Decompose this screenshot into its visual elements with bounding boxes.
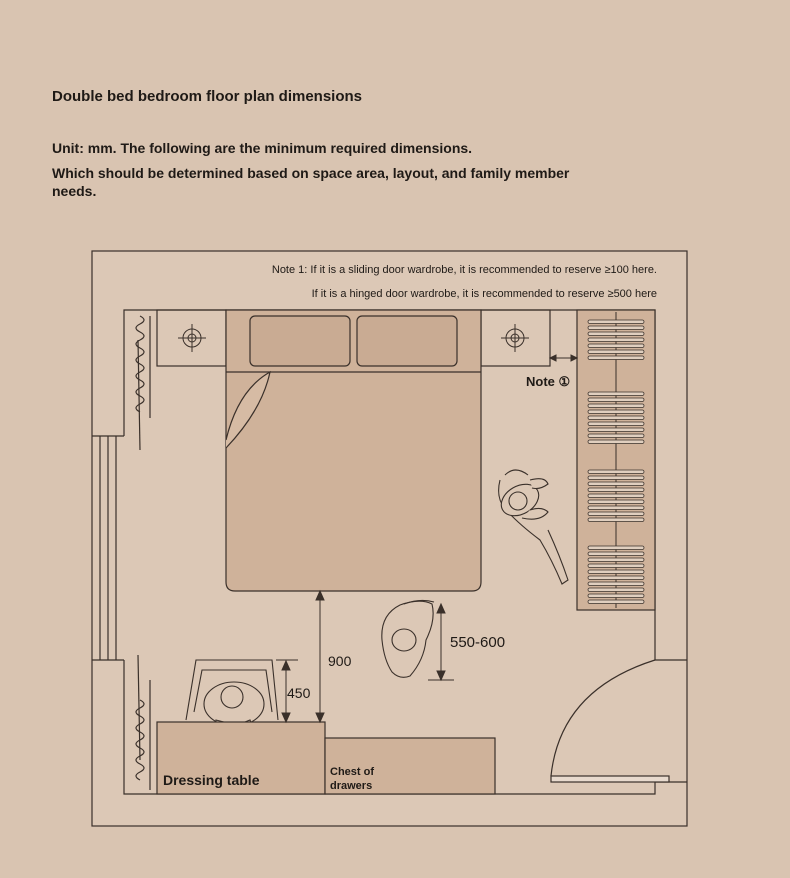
curtain-top	[135, 315, 145, 413]
door	[550, 659, 670, 783]
hanger	[587, 331, 645, 336]
dim-walkway-label: 550-600	[450, 634, 505, 651]
dim-450-label: 450	[287, 685, 311, 701]
hanger	[587, 439, 645, 444]
chest-label-line1: Chest of	[330, 766, 374, 778]
unit-description: Unit: mm. The following are the minimum …	[52, 140, 473, 156]
requirement-description: Which should be determined based on spac…	[52, 165, 570, 199]
hanger	[587, 415, 645, 420]
clearance-arrow	[548, 354, 579, 362]
hanger	[587, 557, 645, 562]
chest-label-line2: drawers	[330, 780, 372, 792]
hanger	[587, 397, 645, 402]
hanger	[587, 475, 645, 480]
double-bed	[225, 309, 482, 592]
window	[92, 435, 124, 661]
hanger	[587, 487, 645, 492]
hanger	[587, 493, 645, 498]
hanger	[587, 499, 645, 504]
hanger	[587, 575, 645, 580]
hanger	[587, 569, 645, 574]
hanger	[587, 481, 645, 486]
lamp-right-icon	[501, 324, 529, 352]
hanger	[587, 505, 645, 510]
chest-of-drawers	[324, 737, 496, 795]
hanger	[587, 433, 645, 438]
hanger	[587, 427, 645, 432]
dressing-table-label: Dressing table	[163, 772, 260, 788]
hanger	[587, 421, 645, 426]
hanger	[587, 593, 645, 598]
dressing-chair	[185, 659, 279, 721]
hanger	[587, 545, 645, 550]
dim-900-label: 900	[328, 653, 352, 669]
wardrobe	[576, 309, 656, 611]
hanger	[587, 551, 645, 556]
hanger	[587, 391, 645, 396]
dressing-table	[156, 721, 326, 795]
hanger	[587, 409, 645, 414]
note1-sliding-text: Note 1: If it is a sliding door wardrobe…	[272, 264, 657, 276]
hanger	[587, 581, 645, 586]
hanger	[587, 563, 645, 568]
hanger	[587, 319, 645, 324]
pillow-left	[249, 315, 351, 367]
person-walking-icon	[498, 469, 569, 585]
dimension-450	[276, 659, 298, 724]
note1-hinged-text: If it is a hinged door wardrobe, it is r…	[312, 288, 657, 300]
dimension-900	[315, 589, 325, 724]
hanger	[587, 587, 645, 592]
hanger	[587, 355, 645, 360]
hanger	[587, 511, 645, 516]
lamp-left-icon	[178, 324, 206, 352]
hanger	[587, 469, 645, 474]
hanger	[587, 337, 645, 342]
hanger	[587, 517, 645, 522]
pillow-right	[356, 315, 458, 367]
hanger	[587, 403, 645, 408]
hanger	[587, 349, 645, 354]
person-standing-icon	[381, 599, 435, 678]
note-marker: Note ①	[526, 374, 570, 389]
hanger	[587, 599, 645, 604]
page-title: Double bed bedroom floor plan dimensions	[52, 88, 363, 105]
hanger	[587, 343, 645, 348]
dimension-550-600	[428, 602, 454, 682]
folded-blanket	[225, 370, 271, 449]
hanger	[587, 325, 645, 330]
